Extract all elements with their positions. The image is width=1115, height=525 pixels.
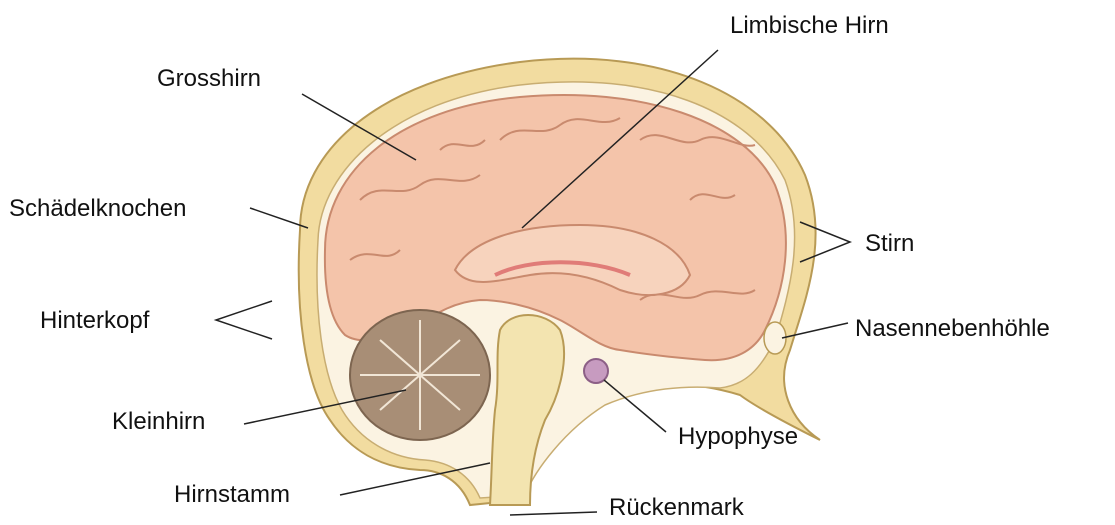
label-pituitary: Hypophyse [678,425,798,449]
pituitary-gland [584,359,608,383]
label-occiput: Hinterkopf [40,309,149,333]
label-limbic: Limbische Hirn [730,14,889,38]
leader-skull [250,208,308,228]
leader-spinal-cord [510,512,597,515]
label-cerebrum: Grosshirn [157,67,261,91]
label-brainstem: Hirnstamm [174,483,290,507]
leader-occiput [216,301,272,339]
label-skull: Schädelknochen [9,197,186,221]
label-cerebellum: Kleinhirn [112,410,205,434]
label-sinus: Nasennebenhöhle [855,317,1050,341]
label-spinal-cord: Rückenmark [609,496,744,520]
label-forehead: Stirn [865,232,914,256]
